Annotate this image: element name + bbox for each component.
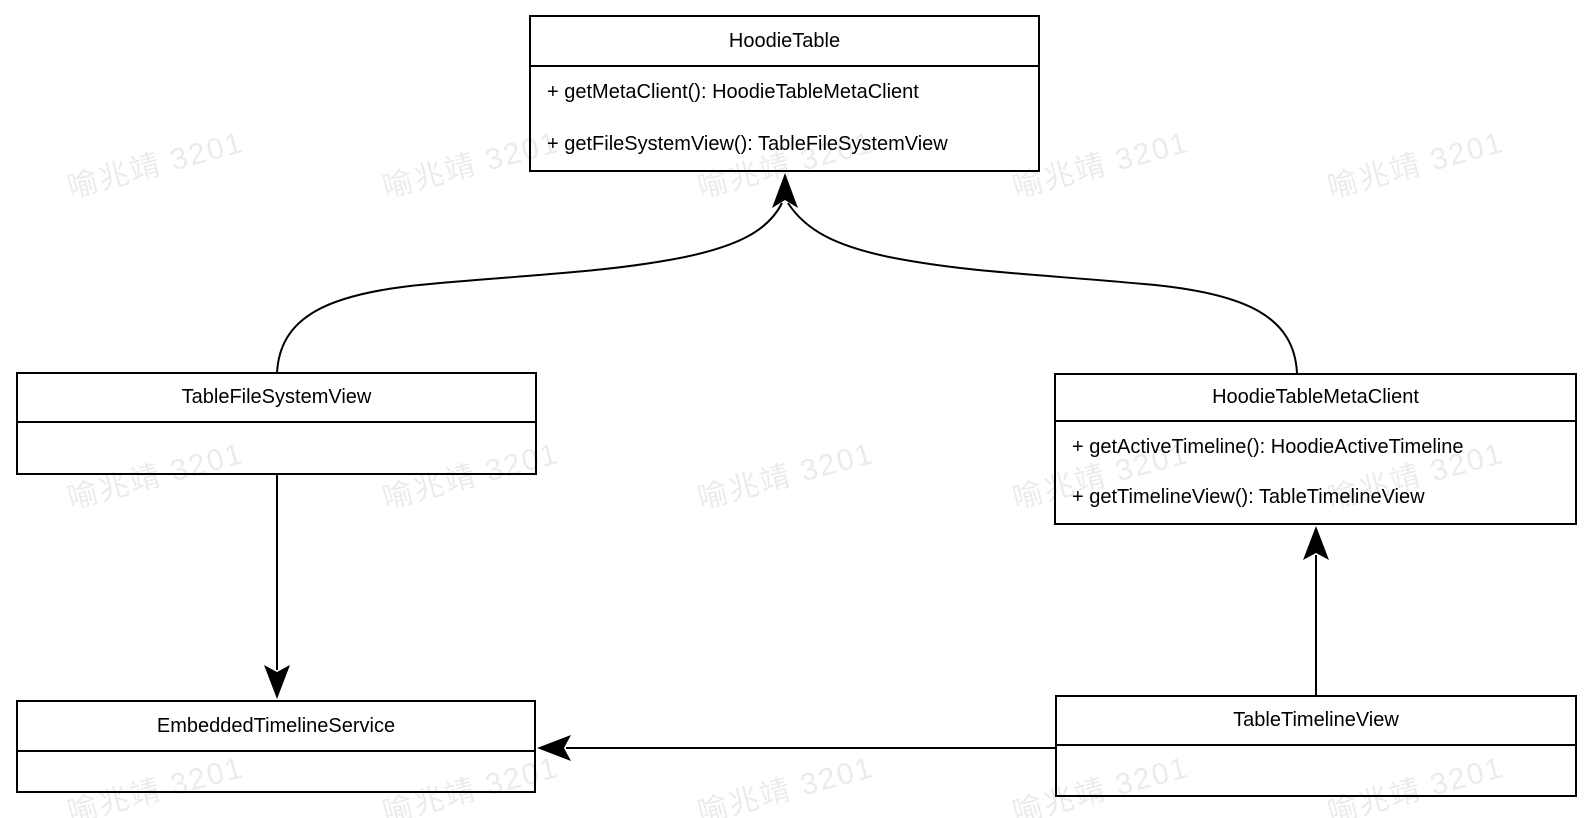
method-gettimelineview: + getTimelineView(): TableTimelineView (1072, 486, 1425, 509)
method-getfilesystemview: + getFileSystemView(): TableFileSystemVi… (547, 132, 948, 155)
arrowhead-into-hoodietable (772, 173, 798, 208)
class-hoodietablemetaclient-methods: + getActiveTimeline(): HoodieActiveTimel… (1056, 422, 1575, 523)
class-embeddedtimelineservice-empty-section (18, 752, 534, 791)
class-hoodietablemetaclient-title: HoodieTableMetaClient (1056, 375, 1575, 422)
method-getactivetimeline: + getActiveTimeline(): HoodieActiveTimel… (1072, 435, 1464, 458)
class-embeddedtimelineservice[interactable]: EmbeddedTimelineService (16, 700, 536, 793)
class-hoodietable-title: HoodieTable (531, 17, 1038, 67)
edge-tablefilesystemview-to-hoodietable[interactable] (276, 202, 783, 374)
class-tabletimelineview-title: TableTimelineView (1057, 697, 1575, 746)
class-hoodietable-methods: + getMetaClient(): HoodieTableMetaClient… (531, 67, 1038, 170)
class-tablefilesystemview[interactable]: TableFileSystemView (16, 372, 537, 475)
method-getmetaclient: + getMetaClient(): HoodieTableMetaClient (547, 81, 919, 104)
arrowhead-into-embeddedtimelineservice-top (264, 665, 290, 699)
class-embeddedtimelineservice-title: EmbeddedTimelineService (18, 702, 534, 752)
class-tablefilesystemview-title: TableFileSystemView (18, 374, 535, 423)
class-tabletimelineview-empty-section (1057, 746, 1575, 795)
class-tablefilesystemview-empty-section (18, 423, 535, 473)
edge-hoodietablemetaclient-to-hoodietable[interactable] (787, 202, 1298, 374)
arrowhead-into-embeddedtimelineservice-right (537, 735, 571, 761)
class-hoodietablemetaclient[interactable]: HoodieTableMetaClient + getActiveTimelin… (1054, 373, 1577, 525)
arrowhead-into-hoodietablemetaclient (1303, 526, 1329, 560)
class-hoodietable[interactable]: HoodieTable + getMetaClient(): HoodieTab… (529, 15, 1040, 172)
class-tabletimelineview[interactable]: TableTimelineView (1055, 695, 1577, 797)
